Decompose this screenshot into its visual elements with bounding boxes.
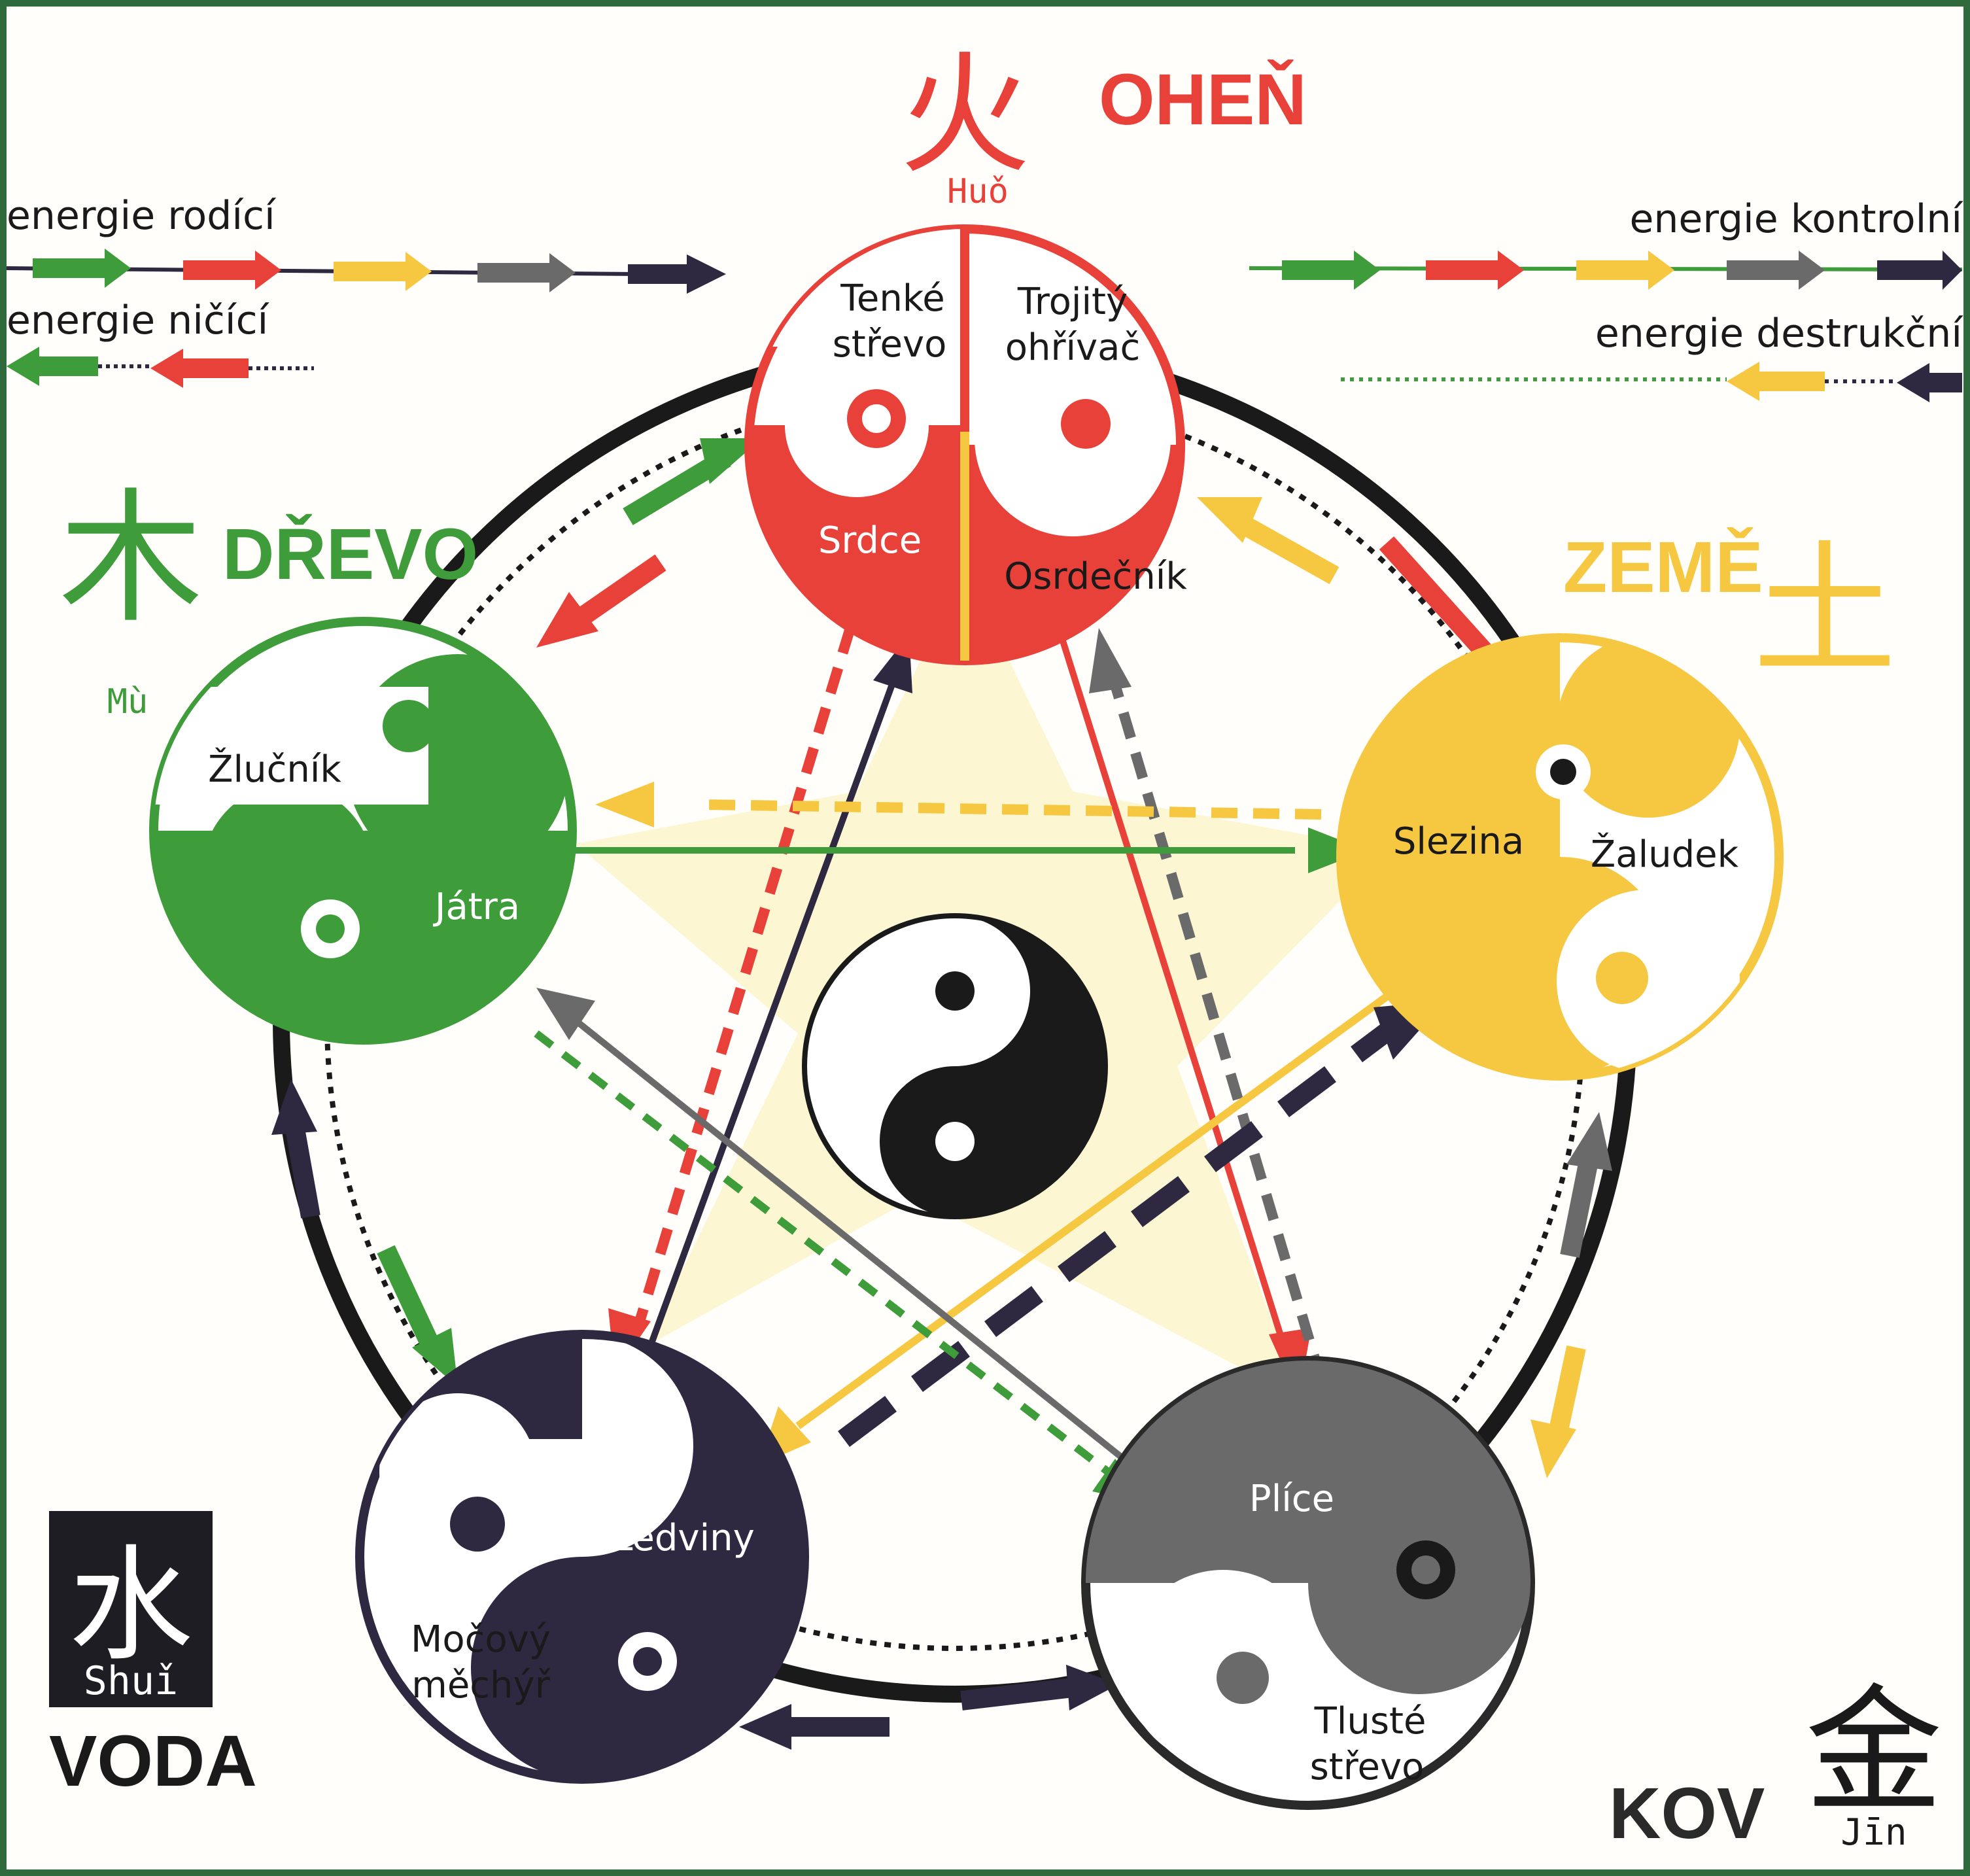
earth-to-wood-dashed (706, 799, 1322, 820)
fire-circle (744, 224, 1185, 665)
water-glyph: 水 (69, 1533, 193, 1678)
earth-name: ZEMĚ (1563, 527, 1763, 608)
wood-organ-gallbladder: Žlučník (208, 748, 341, 791)
water-to-wood-arrow (285, 1123, 320, 1219)
legend-destroy-arrows (7, 347, 314, 388)
water-organ-bladder-1: Močový (411, 1618, 551, 1661)
fire-organ-small-intestine-2: střevo (833, 323, 947, 366)
earth-organ-spleen: Slezina (1393, 820, 1524, 863)
earth-to-fire-head (1197, 497, 1262, 543)
metal-organ-large-intestine-1: Tlusté (1314, 1700, 1426, 1743)
water-to-earth-dashed (838, 1019, 1399, 1447)
fire-organ-pericardium: Osrdečník (1004, 555, 1187, 598)
wood-name: DŘEVO (222, 514, 478, 595)
earth-organ-stomach: Žaludek (1591, 833, 1739, 876)
water-name: VODA (49, 1721, 257, 1801)
center-yin-yang (802, 913, 1108, 1219)
fire-organ-small-intestine-1: Tenké (840, 277, 945, 320)
legend-destroy-label: energie ničící (7, 298, 270, 343)
legend-control-label: energie kontrolní (1629, 196, 1963, 242)
fire-glyph: 火 (899, 39, 1030, 192)
wood-to-water-head (412, 1328, 458, 1387)
earth-to-metal-head (1530, 1419, 1576, 1478)
earth-circle (1336, 633, 1784, 1081)
wood-glyph: 木 (59, 475, 203, 642)
wood-circle (149, 617, 577, 1045)
metal-to-water-head (1066, 1665, 1118, 1711)
fire-pinyin: Huǒ (947, 172, 1009, 211)
earth-glyph: 土 (1753, 527, 1897, 695)
fire-to-metal-line (1043, 587, 1292, 1362)
water-to-fire-line (644, 672, 899, 1355)
fire-to-wood-arrow (570, 554, 666, 630)
wood-organ-liver: Játra (433, 886, 520, 928)
fire-organ-triple-heater-1: Trojitý (1017, 281, 1128, 323)
earth-to-wood-head (595, 782, 654, 827)
legend-birth-arrows (6, 249, 726, 294)
wood-to-water-arrow (377, 1245, 441, 1352)
legend-destruct-arrows (1341, 362, 1962, 402)
water-glyph-box (49, 1511, 213, 1707)
legend-control-arrows (1249, 251, 1963, 290)
metal-glyph: 金 (1805, 1671, 1943, 1832)
legend-destruct-label: energie destrukční (1595, 311, 1963, 356)
water-pinyin: Shuǐ (84, 1658, 179, 1704)
earth-to-water-line (795, 991, 1392, 1429)
metal-to-wood-line (573, 1018, 1167, 1494)
fire-to-wood-head (536, 592, 598, 648)
metal-to-water-arrow (960, 1678, 1074, 1711)
fire-organ-heart: Srdce (818, 519, 922, 562)
earth-to-metal-arrow (1547, 1345, 1586, 1442)
metal-circle (1081, 1356, 1535, 1810)
metal-to-earth-arrow (1560, 1156, 1599, 1258)
water-organ-bladder-2: měchýř (411, 1664, 550, 1707)
water-to-wood-head (271, 1079, 317, 1135)
wood-to-metal-dashed (534, 1030, 1128, 1488)
metal-to-wood-head (536, 988, 595, 1040)
legend-birth-label: energie rodící (7, 193, 277, 239)
metal-organ-lungs: Plíce (1249, 1478, 1334, 1520)
water-organ-kidneys: Ledviny (612, 1517, 755, 1559)
metal-organ-large-intestine-2: střevo (1310, 1746, 1425, 1788)
wood-pinyin: Mù (107, 682, 148, 721)
water-to-metal-head (739, 1704, 791, 1750)
metal-pinyin: Jīn (1840, 1811, 1907, 1854)
fire-organ-triple-heater-2: ohřívač (1005, 326, 1141, 369)
metal-to-fire-head (1089, 628, 1132, 693)
generating-cycle-arrows (271, 438, 1612, 1750)
fire-to-water-dashed (632, 626, 855, 1330)
metal-name: KOV (1609, 1773, 1765, 1854)
fire-name: OHEŇ (1099, 60, 1307, 140)
metal-to-earth-head (1566, 1112, 1612, 1171)
